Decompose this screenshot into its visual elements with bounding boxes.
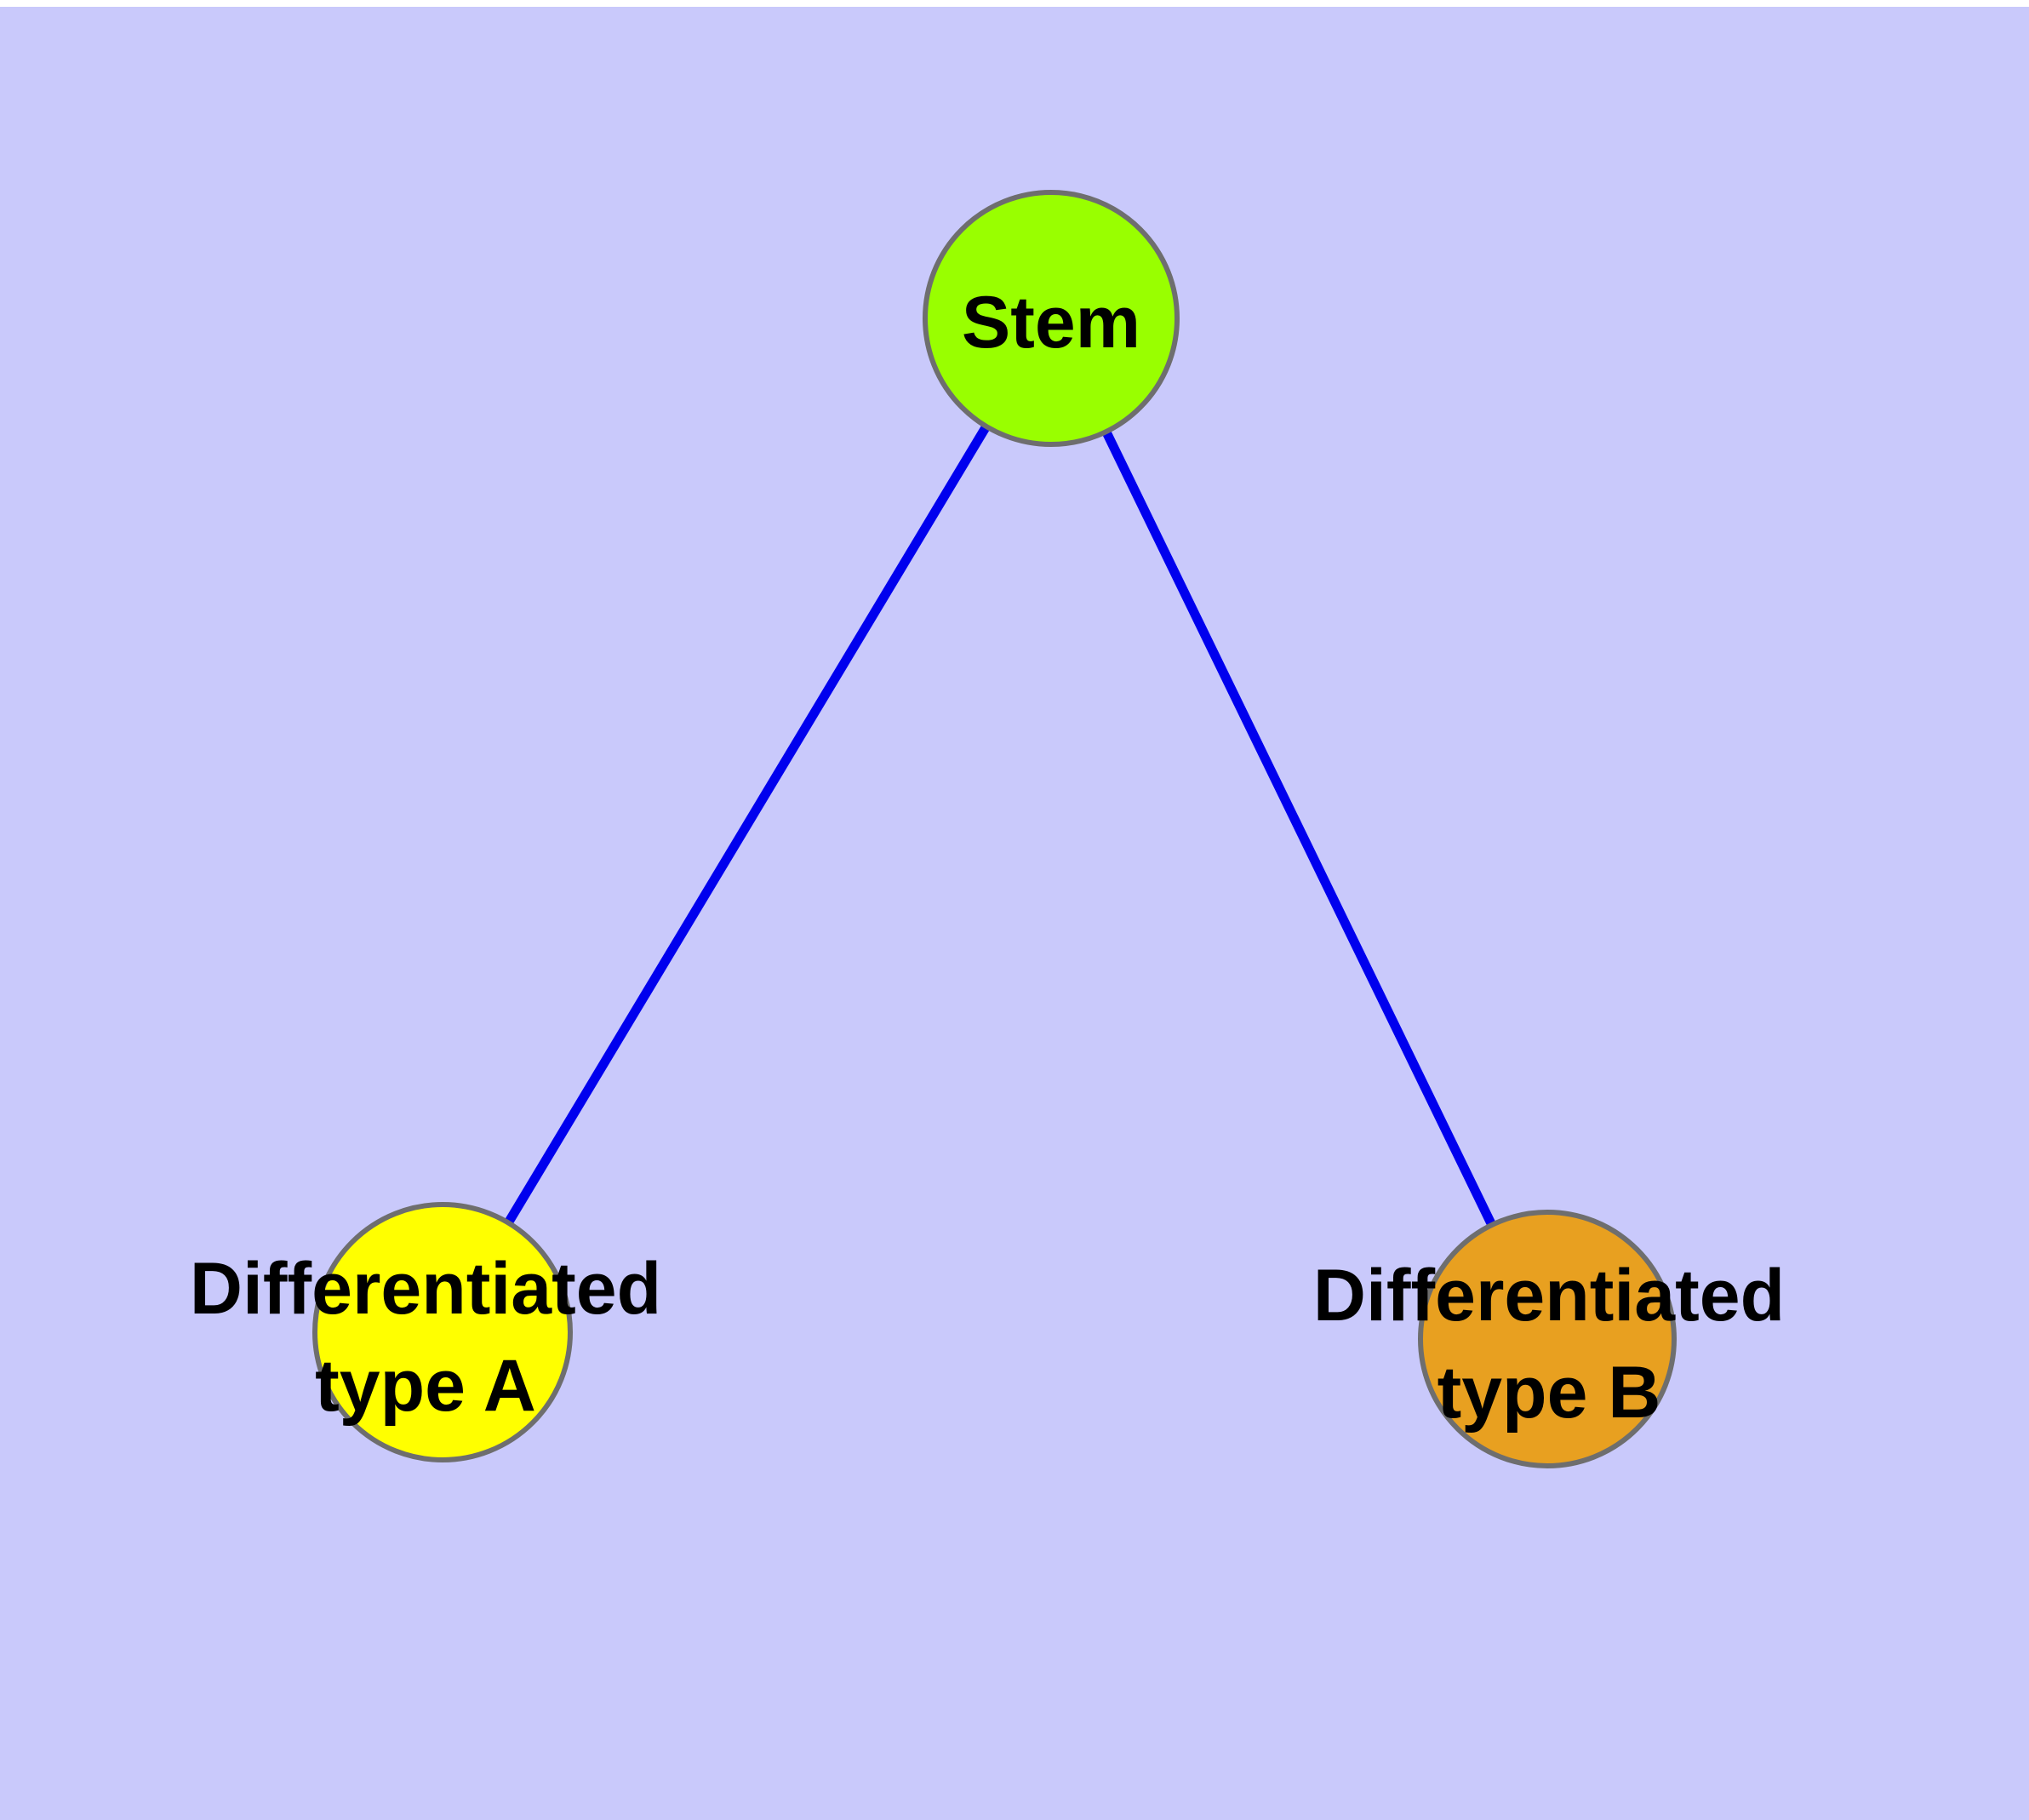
stem-node-label: Stem	[962, 282, 1140, 363]
type-b-node-label-line2: type B	[1437, 1352, 1661, 1434]
type-a-node-label-line1: Differentiated	[190, 1248, 661, 1330]
type-a-node-circle	[312, 1202, 573, 1462]
label-group: Stem Differentiated type A Differentiate…	[190, 282, 1785, 1434]
edge-group	[438, 316, 1552, 1342]
edge-stem-to-type-b	[1047, 316, 1552, 1342]
node-group	[312, 190, 1677, 1468]
edge-stem-to-type-a	[438, 316, 1055, 1335]
stem-node-circle	[923, 190, 1180, 447]
type-b-node-circle	[1418, 1210, 1677, 1468]
type-a-node-label-line2: type A	[315, 1345, 536, 1427]
type-b-node-label-line1: Differentiated	[1313, 1255, 1785, 1336]
